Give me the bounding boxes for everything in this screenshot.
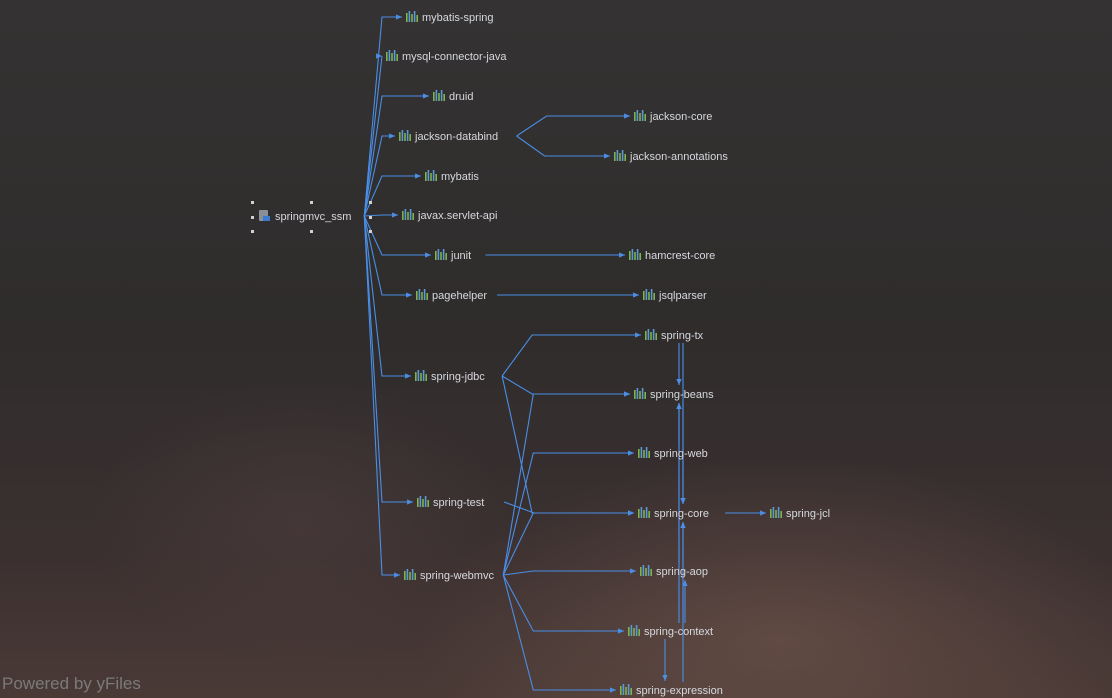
node-spring-core[interactable]: spring-core xyxy=(638,507,709,520)
node-label: spring-tx xyxy=(661,330,704,342)
library-icon xyxy=(634,388,646,399)
edge-springmvc_ssm-to-mybatis-spring xyxy=(364,17,402,216)
library-icon xyxy=(399,130,411,141)
node-spring-tx[interactable]: spring-tx xyxy=(645,329,704,342)
edge-spring-jdbc-to-spring-core xyxy=(502,376,634,513)
node-pagehelper[interactable]: pagehelper xyxy=(416,289,487,302)
edge-spring-test-to-spring-core xyxy=(504,502,634,513)
maven-module-icon xyxy=(259,210,270,221)
node-javax.servlet-api[interactable]: javax.servlet-api xyxy=(402,209,497,222)
node-druid[interactable]: druid xyxy=(433,90,473,103)
node-label: mysql-connector-java xyxy=(402,51,507,63)
node-spring-test[interactable]: spring-test xyxy=(417,496,484,509)
node-label: jsqlparser xyxy=(658,290,707,302)
library-icon xyxy=(628,625,640,636)
node-label: javax.servlet-api xyxy=(417,210,497,222)
edge-spring-webmvc-to-spring-core xyxy=(503,513,634,575)
node-label: hamcrest-core xyxy=(645,250,715,262)
library-icon xyxy=(634,110,646,121)
node-spring-aop[interactable]: spring-aop xyxy=(640,565,708,578)
node-jsqlparser[interactable]: jsqlparser xyxy=(643,289,707,302)
library-icon xyxy=(643,289,655,300)
node-mybatis[interactable]: mybatis xyxy=(425,170,479,183)
library-icon xyxy=(386,50,398,61)
node-label: mybatis-spring xyxy=(422,12,494,24)
library-icon xyxy=(629,249,641,260)
node-label: spring-expression xyxy=(636,685,723,697)
node-label: spring-beans xyxy=(650,389,714,401)
edge-spring-webmvc-to-spring-context xyxy=(503,575,624,631)
edge-springmvc_ssm-to-mysql-connector-java xyxy=(364,56,382,216)
node-label: spring-jdbc xyxy=(431,371,485,383)
library-icon xyxy=(638,507,650,518)
library-icon xyxy=(417,496,429,507)
node-jackson-annotations[interactable]: jackson-annotations xyxy=(614,150,728,163)
node-label: spring-core xyxy=(654,508,709,520)
node-jackson-databind[interactable]: jackson-databind xyxy=(399,130,498,143)
node-hamcrest-core[interactable]: hamcrest-core xyxy=(629,249,715,262)
library-icon xyxy=(640,565,652,576)
library-icon xyxy=(425,170,437,181)
edge-spring-webmvc-to-spring-expression xyxy=(503,575,616,690)
node-label: jackson-core xyxy=(649,111,712,123)
node-label: spring-web xyxy=(654,448,708,460)
library-icon xyxy=(620,684,632,695)
powered-by-watermark: Powered by yFiles xyxy=(2,674,141,694)
node-mysql-connector-java[interactable]: mysql-connector-java xyxy=(386,50,507,63)
node-mybatis-spring[interactable]: mybatis-spring xyxy=(406,11,494,24)
edge-springmvc_ssm-to-mybatis xyxy=(364,176,421,216)
node-spring-expression[interactable]: spring-expression xyxy=(620,684,723,697)
edge-spring-jdbc-to-spring-tx xyxy=(502,335,641,376)
library-icon xyxy=(416,289,428,300)
node-label: jackson-databind xyxy=(414,131,498,143)
edge-jackson-databind-to-jackson-annotations xyxy=(517,136,610,156)
library-icon xyxy=(770,507,782,518)
node-label: junit xyxy=(450,250,471,262)
node-label: spring-aop xyxy=(656,566,708,578)
node-label: jackson-annotations xyxy=(629,151,728,163)
library-icon xyxy=(638,447,650,458)
node-jackson-core[interactable]: jackson-core xyxy=(634,110,712,123)
node-springmvc_ssm[interactable]: springmvc_ssm xyxy=(251,201,372,233)
node-spring-jdbc[interactable]: spring-jdbc xyxy=(415,370,485,383)
node-label: druid xyxy=(449,91,473,103)
node-label: pagehelper xyxy=(432,290,487,302)
node-spring-jcl[interactable]: spring-jcl xyxy=(770,507,830,520)
edge-springmvc_ssm-to-druid xyxy=(364,96,429,216)
node-spring-context[interactable]: spring-context xyxy=(628,625,713,638)
edge-springmvc_ssm-to-spring-webmvc xyxy=(364,216,400,575)
node-spring-webmvc[interactable]: spring-webmvc xyxy=(404,569,494,582)
library-icon xyxy=(433,90,445,101)
library-icon xyxy=(404,569,416,580)
edge-spring-jdbc-to-spring-beans xyxy=(502,376,630,394)
library-icon xyxy=(415,370,427,381)
node-label: springmvc_ssm xyxy=(275,211,351,223)
edge-springmvc_ssm-to-javax.servlet-api xyxy=(364,215,398,216)
nodes-layer: springmvc_ssm mybatis-spring mysql-connect… xyxy=(251,11,830,697)
library-icon xyxy=(406,11,418,22)
edge-spring-webmvc-to-spring-aop xyxy=(503,571,636,575)
node-label: spring-test xyxy=(433,497,484,509)
node-label: spring-jcl xyxy=(786,508,830,520)
node-label: spring-context xyxy=(644,626,713,638)
library-icon xyxy=(614,150,626,161)
library-icon xyxy=(402,209,414,220)
node-spring-beans[interactable]: spring-beans xyxy=(634,388,714,401)
node-label: spring-webmvc xyxy=(420,570,494,582)
node-spring-web[interactable]: spring-web xyxy=(638,447,708,460)
node-junit[interactable]: junit xyxy=(435,249,471,262)
node-label: mybatis xyxy=(441,171,479,183)
edge-jackson-databind-to-jackson-core xyxy=(517,116,630,136)
library-icon xyxy=(435,249,447,260)
library-icon xyxy=(645,329,657,340)
edge-spring-webmvc-to-spring-beans xyxy=(503,394,630,575)
